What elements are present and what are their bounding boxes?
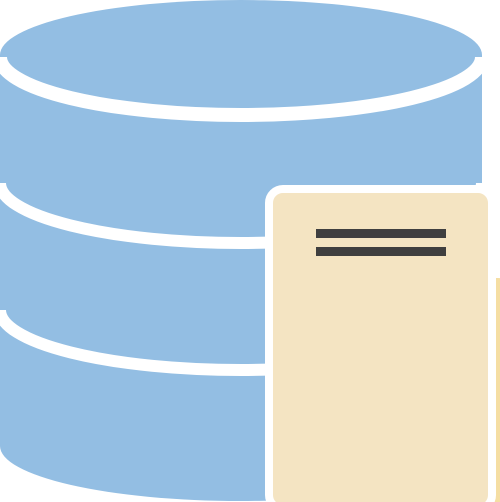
database-top-rim [0, 56, 489, 122]
document-text-line-2 [316, 247, 446, 256]
document-icon [265, 185, 500, 502]
document-text-line-1 [316, 229, 446, 238]
document-front-page [265, 185, 496, 502]
